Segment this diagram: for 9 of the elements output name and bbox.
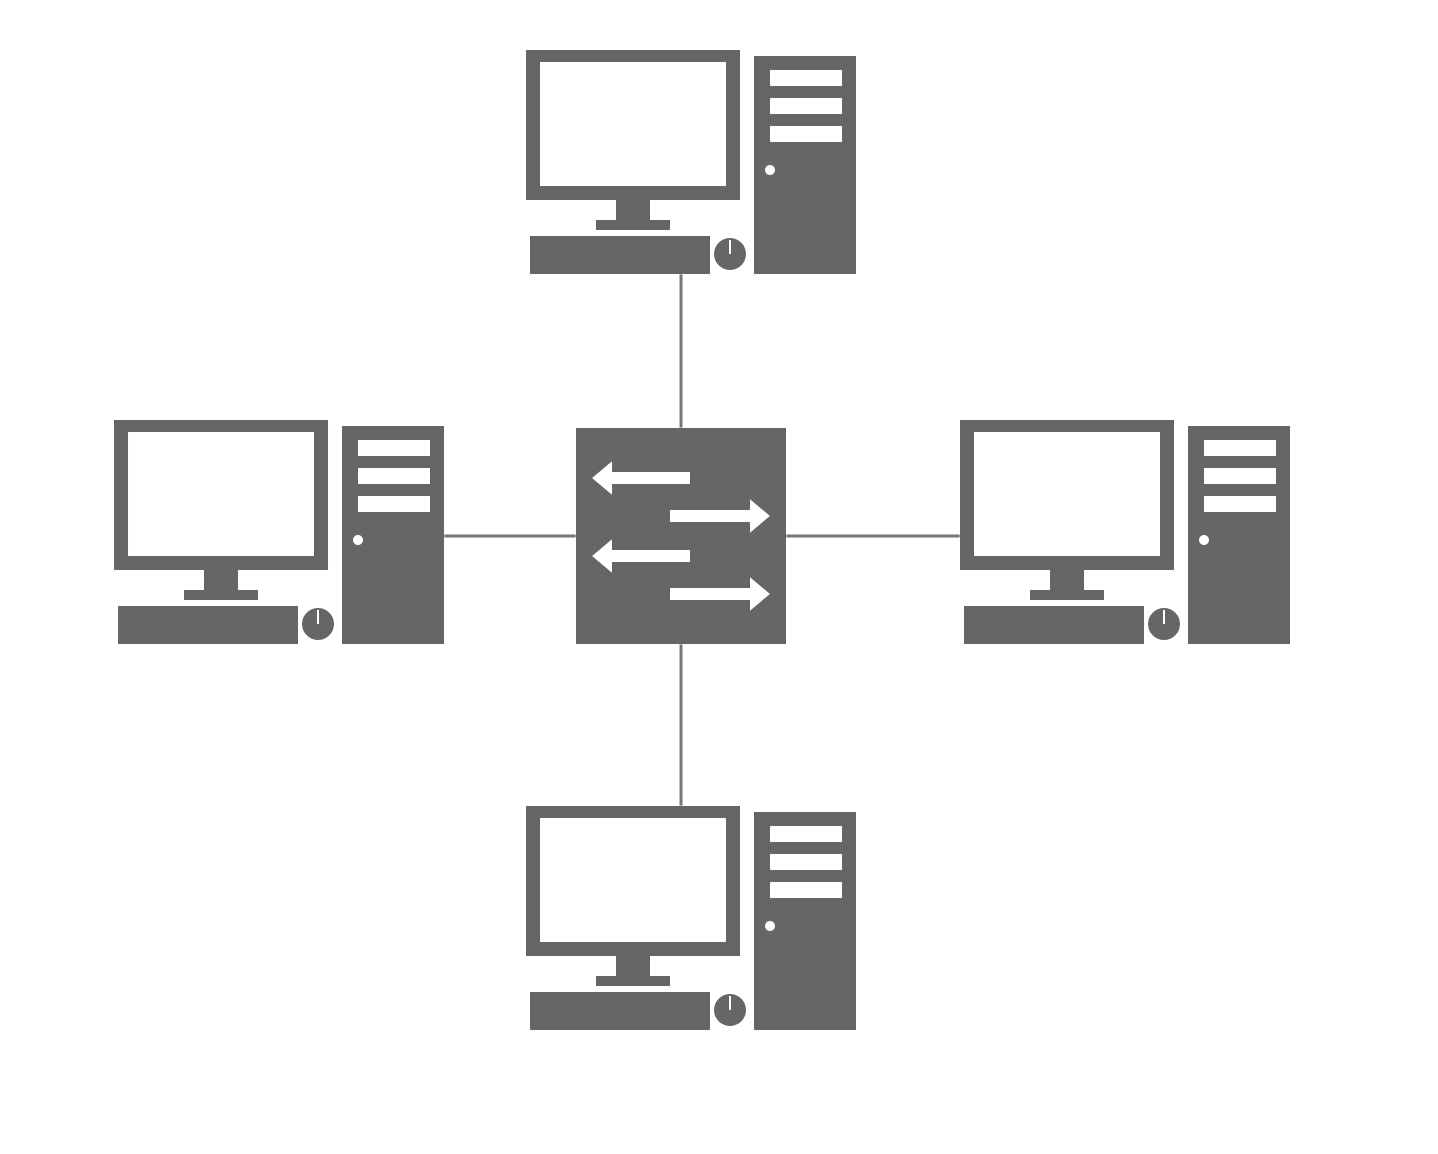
connector-line bbox=[679, 274, 683, 428]
computer-drawing bbox=[114, 419, 444, 644]
computer-drawing bbox=[960, 419, 1290, 644]
computer-drawing bbox=[526, 805, 856, 1030]
network-switch-drawing bbox=[576, 427, 786, 644]
connector-line bbox=[444, 534, 576, 538]
computer-drawing bbox=[526, 50, 856, 274]
connector-line bbox=[786, 534, 960, 538]
connector-line bbox=[679, 644, 683, 806]
